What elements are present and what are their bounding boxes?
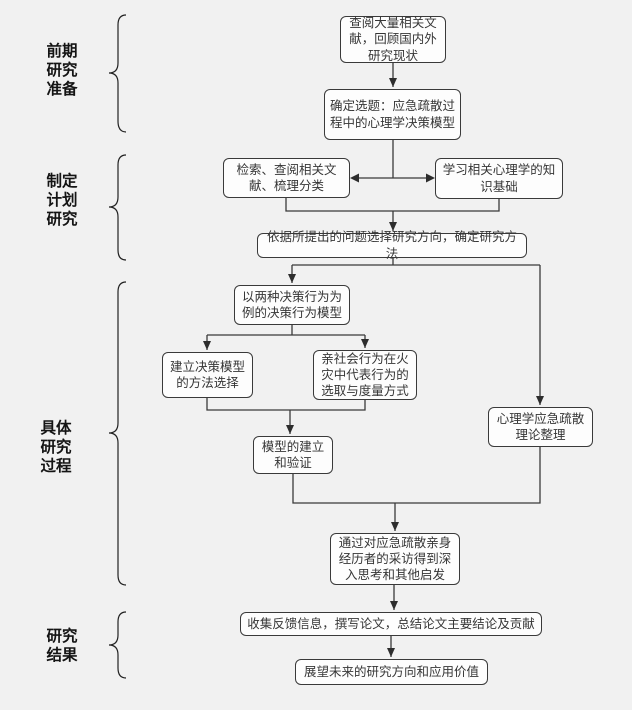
box-prosocial-behavior: 亲社会行为在火 灾中代表行为的 选取与度量方式: [313, 350, 417, 400]
stage-label-planning: 制定 计划 研究: [46, 173, 78, 228]
connector-merge-row6: [206, 398, 366, 411]
box-decision-behavior-model: 以两种决策行为为 例的决策行为模型: [234, 285, 350, 325]
box-feedback-thesis: 收集反馈信息，撰写论文，总结论文主要结论及贡献: [240, 612, 542, 636]
arrowhead-left-icon: [350, 173, 359, 183]
box-future-outlook: 展望未来的研究方向和应用价值: [295, 659, 488, 685]
box-psychology-knowledge: 学习相关心理学的知 识基础: [435, 158, 563, 199]
arrowhead-right-icon: [426, 173, 435, 183]
brace-results-icon: [108, 611, 127, 679]
stage-label-process: 具体 研究 过程: [40, 420, 72, 475]
box-research-direction: 依据所提出的问题选择研究方向，确定研究方法: [257, 230, 527, 261]
connector-split-decision: [207, 325, 365, 336]
brace-process-icon: [108, 281, 127, 586]
brace-preparation-icon: [108, 14, 127, 133]
connector-merge-row7: [292, 447, 541, 504]
box-model-method-selection: 建立决策模型 的方法选择: [162, 352, 253, 398]
box-interview-insights: 通过对应急疏散亲身 经历者的采访得到深 入思考和其他启发: [330, 533, 460, 585]
stage-label-preparation: 前期 研究 准备: [46, 43, 78, 98]
box-literature-review: 查阅大量相关文 献，回顾国内外 研究现状: [340, 16, 446, 63]
brace-planning-icon: [108, 154, 127, 261]
box-model-build-validate: 模型的建立 和验证: [253, 436, 333, 474]
box-topic-selection: 确定选题：应急疏散过 程中的心理学决策模型: [324, 89, 461, 140]
connector-split-direction: [292, 258, 540, 266]
box-psychology-theory: 心理学应急疏散 理论整理: [488, 407, 593, 447]
stage-label-results: 研究 结果: [46, 628, 78, 664]
connector-merge-row3: [285, 198, 500, 212]
box-search-classify: 检索、查阅相关文 献、梳理分类: [223, 158, 350, 198]
